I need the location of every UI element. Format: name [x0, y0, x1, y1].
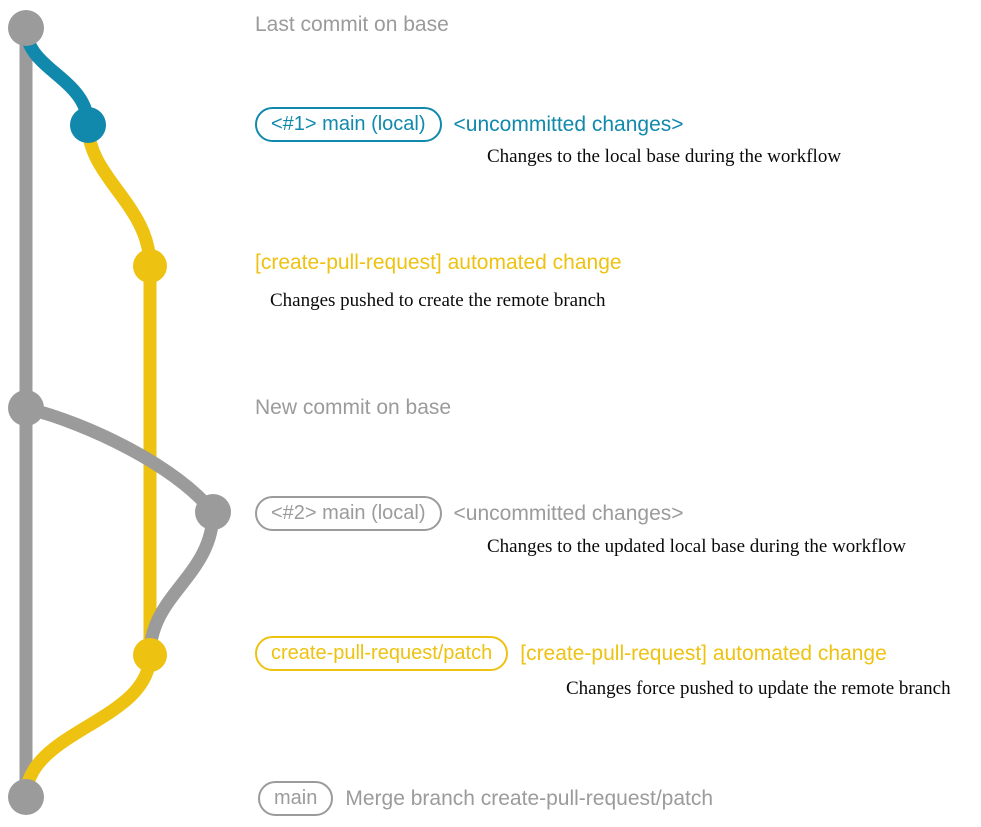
row-local-commit-1: <#1> main (local) <uncommitted changes> [255, 107, 684, 142]
row-automated-change-1: [create-pull-request] automated change [255, 252, 622, 273]
row-local-commit-2: <#2> main (local) <uncommitted changes> [255, 496, 684, 531]
row-headline: Merge branch create-pull-request/patch [345, 787, 714, 810]
row-subtext-local-commit-1: Changes to the local base during the wor… [487, 146, 842, 167]
row-headline: Last commit on base [255, 13, 449, 36]
row-headline: [create-pull-request] automated change [520, 642, 887, 665]
row-headline: New commit on base [255, 396, 452, 419]
row-merge-commit: main Merge branch create-pull-request/pa… [258, 781, 713, 816]
edge-local1-to-patch1 [81, 118, 157, 273]
row-last-commit-on-base: Last commit on base [255, 14, 449, 35]
commit-node-base-new [8, 390, 44, 426]
row-headline: [create-pull-request] automated change [255, 251, 622, 274]
commit-nodes [8, 10, 231, 815]
edge-patch2-to-merge [19, 648, 157, 804]
branch-pill-main[interactable]: main [258, 781, 334, 816]
row-headline: <uncommitted changes> [453, 502, 684, 525]
row-new-commit-on-base: New commit on base [255, 397, 451, 418]
row-automated-change-2: create-pull-request/patch [create-pull-r… [255, 636, 887, 671]
row-subtext-automated-change-1: Changes pushed to create the remote bran… [270, 290, 606, 311]
commit-node-local-2 [195, 494, 231, 530]
commit-node-base-merge [8, 779, 44, 815]
branch-pill-main-local-2[interactable]: <#2> main (local) [255, 496, 442, 531]
row-subtext-local-commit-2: Changes to the updated local base during… [487, 536, 906, 557]
commit-node-patch-2 [133, 638, 167, 672]
edge-basenew-to-local2 [19, 401, 220, 519]
commit-node-base-last [8, 10, 44, 46]
row-headline: <uncommitted changes> [453, 113, 684, 136]
row-subtext-automated-change-2: Changes force pushed to update the remot… [566, 678, 951, 699]
branch-pill-create-pull-request-patch[interactable]: create-pull-request/patch [255, 636, 509, 671]
commit-node-patch-1 [133, 249, 167, 283]
edge-local2-to-patch2 [143, 505, 220, 662]
commit-node-local-1 [70, 107, 106, 143]
branch-pill-main-local-1[interactable]: <#1> main (local) [255, 107, 442, 142]
